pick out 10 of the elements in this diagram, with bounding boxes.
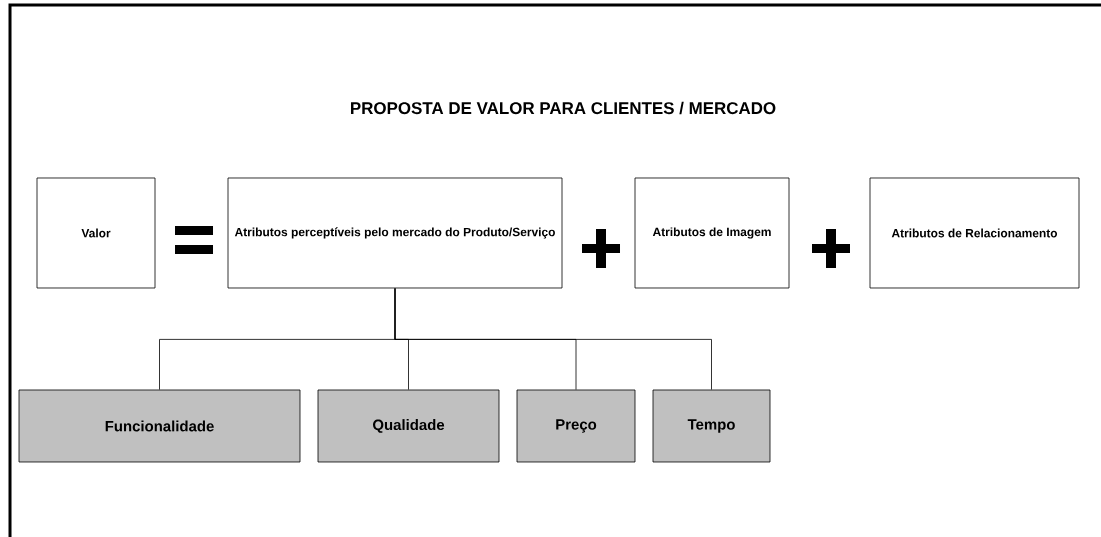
category-box: Qualidade <box>317 389 500 463</box>
connector <box>394 288 712 390</box>
attribute-box: Atributos de Imagem <box>634 177 790 289</box>
category-box: Funcionalidade <box>18 389 301 463</box>
category-box: Tempo <box>652 389 771 463</box>
attribute-box: Atributos de Relacionamento <box>869 177 1080 289</box>
attribute-box: Valor <box>36 177 156 289</box>
attribute-box: Atributos perceptíveis pelo mercado do Produto/Serviço <box>227 177 563 289</box>
title: PROPOSTA DE VALOR PARA CLIENTES / MERCADO <box>351 101 776 115</box>
category-box: Preço <box>516 389 636 463</box>
